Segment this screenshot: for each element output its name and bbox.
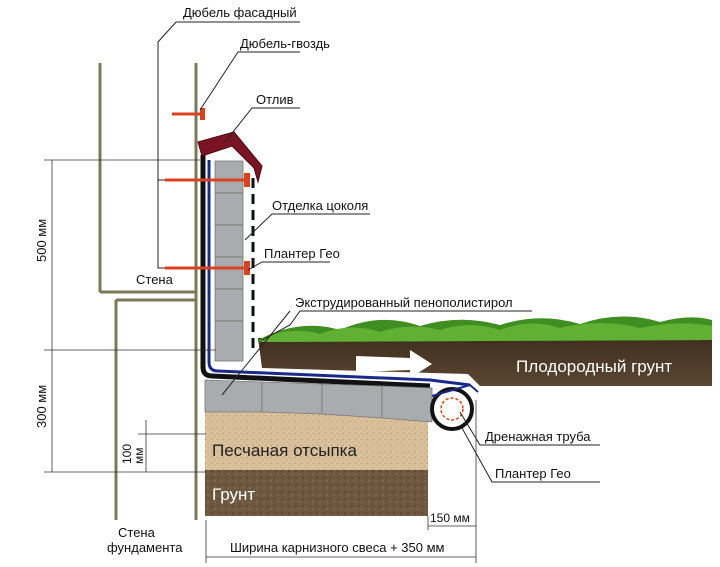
label-sand-fill: Песчаная отсыпка [212,441,357,460]
ground-layer [205,470,428,516]
label-wall: Стена [136,272,174,287]
label-fertile-soil: Плодородный грунт [516,357,672,376]
label-foundation-wall-1: Стена [118,525,156,540]
label-drain-pipe: Дренажная труба [485,429,591,444]
dowel-heads [200,108,250,275]
dowels [165,112,250,270]
label-xps: Экструдированный пенополистирол [295,295,513,310]
label-plinth-finish: Отделка цоколя [272,198,368,213]
fertile-soil-layer [258,334,712,386]
label-planter-geo-top: Плантер Гео [264,246,340,261]
label-dowel-nail: Дюбель-гвоздь [240,36,330,51]
label-slope: 5% [372,355,394,372]
dim-width-total: Ширина карнизного свеса + 350 мм [230,540,445,555]
leader-lines [157,21,600,483]
dim-500: 500 мм [34,219,49,262]
insulation-black-layer [200,155,431,389]
dimension-lines [44,159,477,563]
dim-100-value: 100 [120,444,134,464]
label-dowel-facade: Дюбель фасадный [183,5,297,20]
dim-150: 150 мм [430,511,470,525]
drainage-pipe [430,383,479,431]
xps-blocks-horizontal [204,379,433,423]
dim-300: 300 мм [34,385,49,428]
upper-wall [98,63,198,520]
membrane-blue-layer [207,160,471,387]
sand-fill-layer [205,404,428,470]
drip-flashing [197,131,263,184]
label-drip: Отлив [256,92,294,107]
grass-layer [258,316,712,342]
slope-arrow [356,350,432,378]
label-planter-geo-bottom: Плантер Гео [495,466,571,481]
dim-100-unit: мм [132,448,146,465]
label-ground: Грунт [212,485,255,504]
label-foundation-wall-2: фундамента [107,540,183,555]
xps-blocks-vertical [214,160,244,362]
